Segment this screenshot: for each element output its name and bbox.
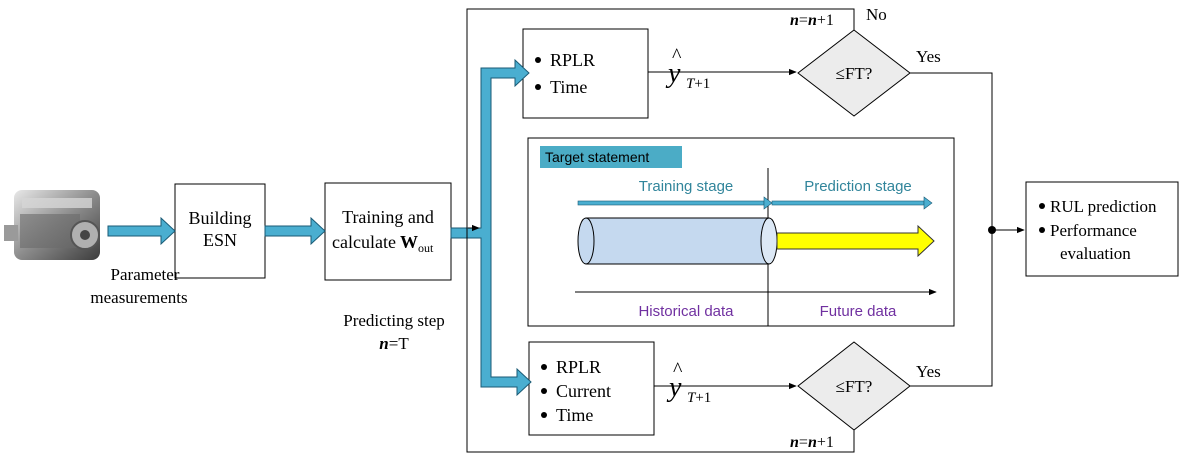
blue-arrow-training-branch [450,58,532,397]
historical-data-label: Historical data [638,303,734,320]
output-evaluation: evaluation [1060,244,1131,263]
svg-text:T+1: T+1 [687,390,711,406]
bottom-bullet-time: Time [556,405,593,425]
future-data-label: Future data [820,303,897,320]
historical-cylinder [577,217,778,265]
measure-label-1: Parameter [111,265,180,284]
prediction-stage-arrow [771,196,933,210]
decision-top-label: ≤FT? [836,64,873,83]
target-title-bg [540,146,682,168]
svg-text:y: y [666,372,682,403]
decision-bottom-label: ≤FT? [836,377,873,396]
svg-text:^: ^ [673,359,683,381]
bottom-bullet-rplr: RPLR [556,357,601,377]
blue-arrow-esn-to-training [264,216,326,246]
output-bullet-performance: Performance [1050,221,1137,240]
target-title: Target statement [545,149,649,165]
build-label-1: Building [188,208,251,228]
training-box [324,182,452,281]
output-bullet-rul: RUL prediction [1050,197,1157,216]
decision-diamond-top [797,29,911,117]
future-yellow-arrow [776,224,935,258]
build-label-2: ESN [203,230,237,250]
counter-top: n=n+1 [790,12,834,29]
training-stage-arrow [577,196,773,210]
predicting-step-n: n=T [379,334,409,353]
predicting-step-label: Predicting step [343,311,445,330]
junction-dot [988,226,996,234]
motor-image [4,190,100,260]
yes-top-label: Yes [916,47,941,66]
svg-text:^: ^ [672,45,682,67]
counter-bottom: n=n+1 [790,434,834,451]
bottom-input-box [528,341,655,436]
training-stage-label: Training stage [639,178,734,195]
blue-arrow-motor-to-esn [107,216,176,246]
top-bullet-rplr: RPLR [550,50,595,70]
measure-label-2: measurements [90,288,187,307]
output-box [1025,181,1179,277]
svg-text:y: y [665,58,681,89]
prediction-stage-label: Prediction stage [804,178,912,195]
bottom-bullet-current: Current [556,381,611,401]
top-bullet-time: Time [550,77,587,97]
svg-text:T+1: T+1 [686,76,710,92]
no-label: No [866,5,887,24]
train-label-1: Training and [342,207,434,227]
yhat-bottom: y ^ T+1 [666,359,711,406]
top-input-box [522,28,649,119]
yes-bottom-label: Yes [916,362,941,381]
bullets [535,57,1045,418]
yhat-top: y ^ T+1 [665,45,710,92]
